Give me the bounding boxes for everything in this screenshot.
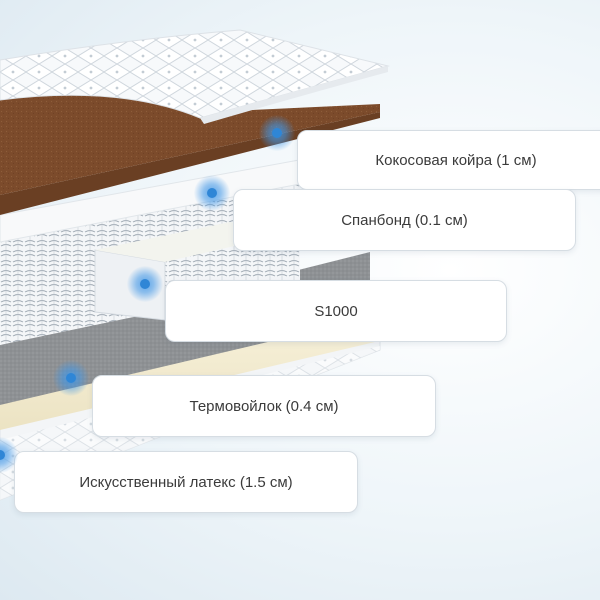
label-artificial-latex-text: Искусственный латекс (1.5 см) bbox=[79, 474, 292, 491]
label-s1000-text: S1000 bbox=[314, 303, 357, 320]
hotspot-dot-icon bbox=[140, 279, 150, 289]
hotspot-marker-spunbond[interactable] bbox=[194, 175, 230, 211]
label-thermal-felt-text: Термовойлок (0.4 см) bbox=[190, 398, 339, 415]
hotspot-marker-latex[interactable] bbox=[0, 437, 18, 473]
hotspot-dot-icon bbox=[207, 188, 217, 198]
hotspot-marker-coir[interactable] bbox=[259, 115, 295, 151]
label-coconut-coir: Кокосовая койра (1 см) bbox=[297, 130, 600, 190]
label-spunbond: Спанбонд (0.1 см) bbox=[233, 189, 576, 251]
label-spunbond-text: Спанбонд (0.1 см) bbox=[341, 212, 468, 229]
label-thermal-felt: Термовойлок (0.4 см) bbox=[92, 375, 436, 437]
hotspot-marker-felt[interactable] bbox=[53, 360, 89, 396]
label-coconut-coir-text: Кокосовая койра (1 см) bbox=[375, 152, 536, 169]
label-artificial-latex: Искусственный латекс (1.5 см) bbox=[14, 451, 358, 513]
hotspot-dot-icon bbox=[66, 373, 76, 383]
label-s1000: S1000 bbox=[165, 280, 507, 342]
hotspot-dot-icon bbox=[272, 128, 282, 138]
hotspot-marker-s1000[interactable] bbox=[127, 266, 163, 302]
